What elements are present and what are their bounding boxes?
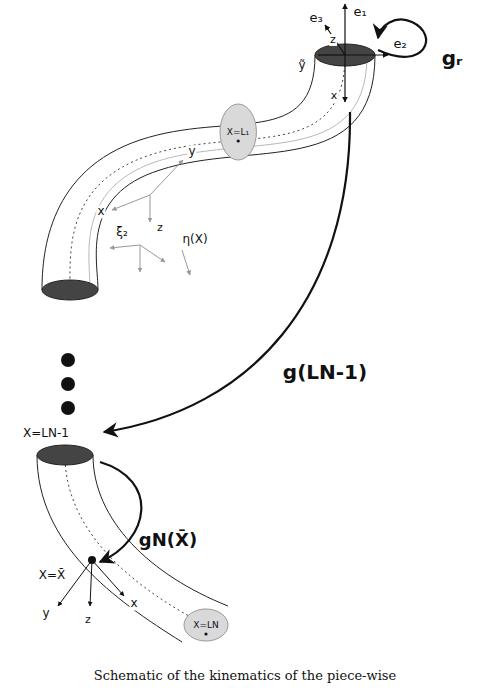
axis-label: x <box>96 205 105 218</box>
axis-label: z <box>84 614 92 626</box>
section-label: X=L₁ <box>227 127 249 137</box>
transform-label: g(LN-1) <box>282 361 368 383</box>
axis-label: ξ₂ <box>115 226 129 239</box>
point-frame <box>58 560 124 606</box>
axis-label: ỹ <box>297 59 306 72</box>
center-dot <box>236 139 239 142</box>
axis-label: y <box>187 145 196 158</box>
continuation-dots <box>61 353 75 415</box>
section-end <box>42 280 98 300</box>
section-ellipse <box>220 104 256 160</box>
axis-label: X=LN-1 <box>22 427 70 440</box>
axis-label: X=X̄ <box>38 569 67 582</box>
transform-label: gᵣ <box>441 47 464 69</box>
center-dot <box>204 632 207 635</box>
section-frame <box>110 160 190 275</box>
transform-label: gN(X̄) <box>138 530 198 550</box>
figure-caption: Schematic of the kinematics of the piece… <box>0 668 490 683</box>
axis-label: e₂ <box>392 37 407 51</box>
base-frame <box>318 4 388 102</box>
cross-section: X=LN <box>183 608 229 642</box>
axis-label: x <box>330 90 339 102</box>
upper-segment <box>42 55 375 290</box>
transform-arrows <box>100 19 426 562</box>
section-start <box>37 445 93 465</box>
axis-label: e₁ <box>352 5 367 19</box>
axis-label: η(X) <box>181 233 208 246</box>
axis-label: y <box>41 607 50 620</box>
axis-label: z <box>156 222 164 234</box>
axis-label: e₃ <box>308 11 323 25</box>
section-ellipse <box>184 609 228 641</box>
last-segment <box>37 455 228 642</box>
cross-section: X=L₁ <box>219 103 257 161</box>
axis-label: z <box>329 34 337 46</box>
axis-label: x <box>129 597 138 610</box>
section-label: X=LN <box>193 620 218 630</box>
